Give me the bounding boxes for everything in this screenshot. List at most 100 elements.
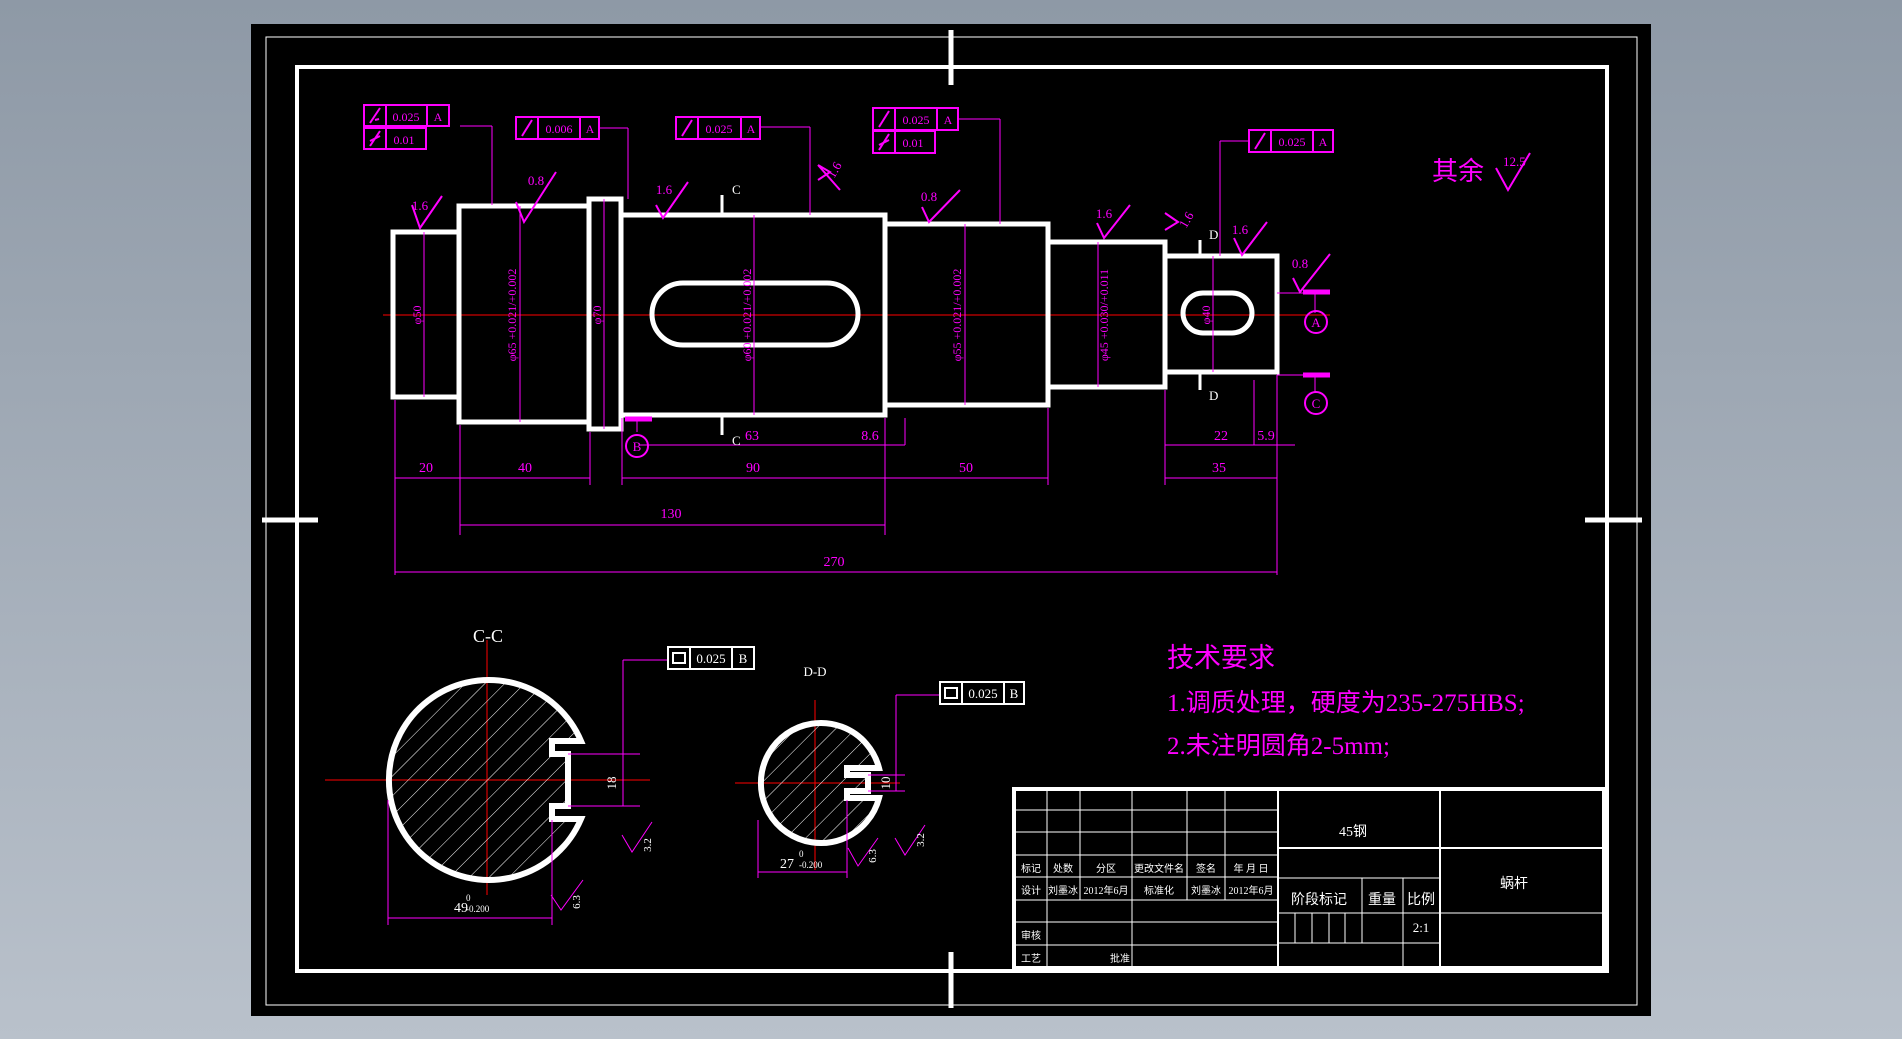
gdt-runout-icons	[369, 107, 1266, 151]
section-dd-title: D-D	[803, 664, 826, 679]
svg-text:1.6: 1.6	[656, 182, 673, 197]
svg-text:标记: 标记	[1021, 863, 1041, 875]
svg-text:8.6: 8.6	[861, 429, 879, 444]
section-cc-title: C-C	[473, 626, 503, 646]
svg-text:更改文件名: 更改文件名	[1134, 862, 1184, 875]
svg-text:标准化: 标准化	[1144, 884, 1174, 897]
datum-C: C	[1312, 396, 1321, 411]
svg-text:D: D	[1209, 388, 1218, 403]
svg-text:1.6: 1.6	[824, 159, 845, 181]
svg-text:C: C	[732, 433, 741, 448]
svg-text:49: 49	[454, 901, 468, 916]
svg-text:A: A	[747, 122, 756, 136]
section-cc: C-C 0.025 B 18 49 0 -0.200 3.2 6.3	[325, 626, 755, 925]
other-roughness-value: 12.5	[1503, 154, 1526, 169]
tech-req-line2: 2.未注明圆角2-5mm;	[1167, 732, 1390, 760]
svg-text:-0.200: -0.200	[799, 860, 823, 870]
tech-req-title: 技术要求	[1167, 643, 1275, 673]
svg-text:45钢: 45钢	[1339, 824, 1367, 840]
svg-text:6.3: 6.3	[867, 849, 879, 863]
svg-text:重量: 重量	[1368, 892, 1396, 908]
svg-text:刘墨冰: 刘墨冰	[1048, 884, 1078, 897]
svg-text:φ40: φ40	[1199, 306, 1213, 325]
svg-text:0.025: 0.025	[696, 651, 725, 666]
svg-text:0: 0	[799, 849, 804, 859]
svg-text:刘墨冰: 刘墨冰	[1191, 884, 1221, 897]
svg-text:B: B	[1010, 686, 1019, 701]
svg-text:0.8: 0.8	[921, 189, 937, 204]
other-roughness-icon	[1495, 152, 1531, 193]
svg-text:φ70: φ70	[590, 306, 604, 325]
diameter-labels: φ50 φ65 +0.021/+0.002 φ70 φ60 +0.021/+0.…	[410, 269, 1213, 362]
svg-text:φ45 +0.030/+0.011: φ45 +0.030/+0.011	[1097, 269, 1111, 361]
svg-text:阶段标记: 阶段标记	[1291, 892, 1347, 908]
svg-text:设计: 设计	[1021, 884, 1041, 897]
svg-text:0.025: 0.025	[903, 113, 930, 127]
svg-text:35: 35	[1212, 461, 1226, 476]
svg-text:3.2: 3.2	[642, 838, 654, 852]
datum-markers	[625, 289, 1330, 458]
svg-text:φ60 +0.021/+0.002: φ60 +0.021/+0.002	[740, 269, 754, 362]
svg-text:63: 63	[745, 429, 759, 444]
section-labels: C C D D	[732, 182, 1218, 448]
svg-text:φ55 +0.021/+0.002: φ55 +0.021/+0.002	[950, 269, 964, 362]
datum-A: A	[1311, 315, 1321, 330]
svg-text:蜗杆: 蜗杆	[1500, 876, 1528, 892]
svg-text:1.6: 1.6	[412, 198, 429, 213]
svg-text:22: 22	[1214, 429, 1228, 444]
svg-text:1.6: 1.6	[1096, 206, 1113, 221]
svg-text:10: 10	[878, 777, 893, 790]
centering-marks	[262, 30, 1642, 1008]
svg-text:A: A	[1319, 135, 1328, 149]
svg-text:处数: 处数	[1053, 862, 1073, 875]
svg-text:40: 40	[518, 461, 532, 476]
svg-text:φ65 +0.021/+0.002: φ65 +0.021/+0.002	[505, 269, 519, 362]
svg-text:0.8: 0.8	[528, 173, 544, 188]
roughness-symbols	[411, 164, 1331, 294]
svg-text:工艺: 工艺	[1021, 953, 1041, 965]
svg-text:批准: 批准	[1110, 952, 1130, 965]
svg-text:分区: 分区	[1096, 863, 1116, 875]
svg-text:50: 50	[959, 461, 973, 476]
svg-text:1.6: 1.6	[1176, 209, 1197, 231]
svg-text:D: D	[1209, 227, 1218, 242]
section-dd: D-D 0.025 B 10 27 0 -0.200 3.2 6.3	[735, 664, 1025, 878]
gdt-frames	[363, 104, 1334, 154]
svg-text:2012年6月: 2012年6月	[1229, 884, 1274, 897]
svg-text:2012年6月: 2012年6月	[1084, 884, 1129, 897]
svg-text:0.025: 0.025	[706, 122, 733, 136]
other-roughness-label: 其余	[1432, 157, 1484, 186]
svg-text:18: 18	[604, 777, 619, 790]
svg-text:比例: 比例	[1407, 892, 1435, 908]
svg-text:0.025: 0.025	[1279, 135, 1306, 149]
svg-text:270: 270	[824, 555, 845, 570]
main-view-annotations	[394, 118, 1316, 575]
svg-text:1.6: 1.6	[1232, 222, 1249, 237]
roughness-values: 1.6 0.8 1.6 0.8 1.6 1.6 0.8 1.6 1.6	[412, 159, 1308, 271]
svg-text:审核: 审核	[1021, 929, 1041, 942]
shaft-main-view	[383, 195, 1330, 435]
dimension-texts: 20 40 90 50 35 130 270 63 8.6 22 5.9	[419, 429, 1275, 570]
svg-text:6.3: 6.3	[571, 895, 583, 909]
svg-text:2:1: 2:1	[1413, 920, 1430, 935]
svg-text:签名: 签名	[1196, 862, 1216, 875]
svg-text:-0.200: -0.200	[466, 904, 490, 914]
svg-text:0.01: 0.01	[903, 136, 924, 150]
svg-text:90: 90	[746, 461, 760, 476]
svg-text:φ50: φ50	[410, 306, 424, 325]
svg-text:A: A	[944, 113, 953, 127]
title-block-text: 标记 处数 分区 更改文件名 签名 年 月 日 设计 刘墨冰 2012年6月 标…	[1021, 824, 1528, 965]
title-block	[1012, 787, 1606, 970]
tech-req-line1: 1.调质处理，硬度为235-275HBS;	[1167, 689, 1525, 717]
svg-text:B: B	[739, 651, 748, 666]
datum-B: B	[633, 439, 642, 454]
svg-text:0: 0	[466, 893, 471, 903]
svg-text:0.8: 0.8	[1292, 256, 1308, 271]
svg-text:A: A	[434, 110, 443, 124]
svg-text:A: A	[586, 122, 595, 136]
svg-text:年 月 日: 年 月 日	[1234, 862, 1269, 875]
svg-text:0.01: 0.01	[394, 133, 415, 147]
svg-text:130: 130	[661, 507, 682, 522]
svg-text:20: 20	[419, 461, 433, 476]
